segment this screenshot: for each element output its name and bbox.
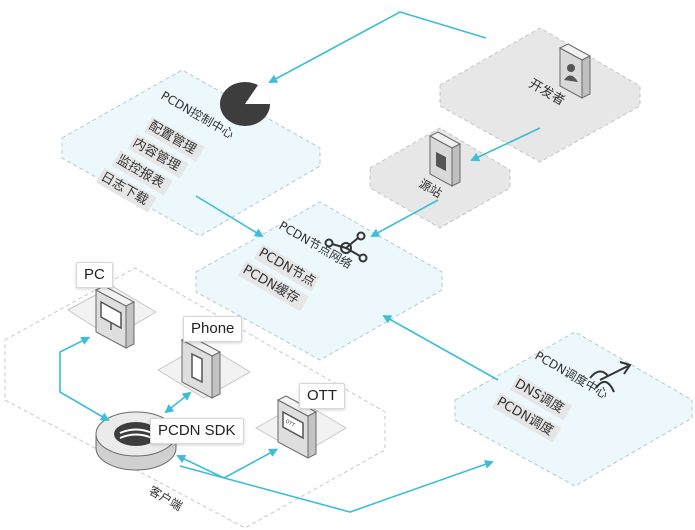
pie-chart-icon [220,82,271,126]
dispatch-icon [589,361,632,393]
arrow-control-to-network [195,195,264,238]
ott-screen-text: OTT [284,419,296,430]
phone-label: Phone [183,316,243,342]
scheduling-center-tile: PCDN调度中心 DNS调度 PCDN调度 [454,331,693,487]
flow-arrows [59,11,541,513]
origin-server-icon [428,131,462,187]
developer-icon [558,43,592,99]
origin-tile: 源站 [369,127,511,229]
arrow-scheduling-to-network [382,315,499,381]
pc-device [67,285,157,349]
sdk-label: PCDN SDK [150,418,244,444]
arrow-phone-sdk [164,391,192,414]
network-nodes-icon [324,231,368,263]
node-network-tile: PCDN节点网络 PCDN节点 PCDN缓存 [195,201,443,361]
arrow-pc-sdk [59,336,110,422]
pc-label: PC [76,262,113,288]
ott-label: OTT [299,383,345,409]
arrow-ott-sdk [176,448,279,479]
ott-device: OTT [254,395,347,459]
arrow-developer-to-origin [470,127,541,162]
control-center-tile: PCDN控制中心 配置管理 内容管理 监控报表 日志下载 [61,69,321,237]
arrow-sdk-to-scheduling [179,460,494,513]
developer-tile: 开发者 [439,27,641,163]
arrow-developer-to-control [268,11,487,83]
arrow-origin-to-network [370,199,439,237]
phone-device [157,335,251,399]
